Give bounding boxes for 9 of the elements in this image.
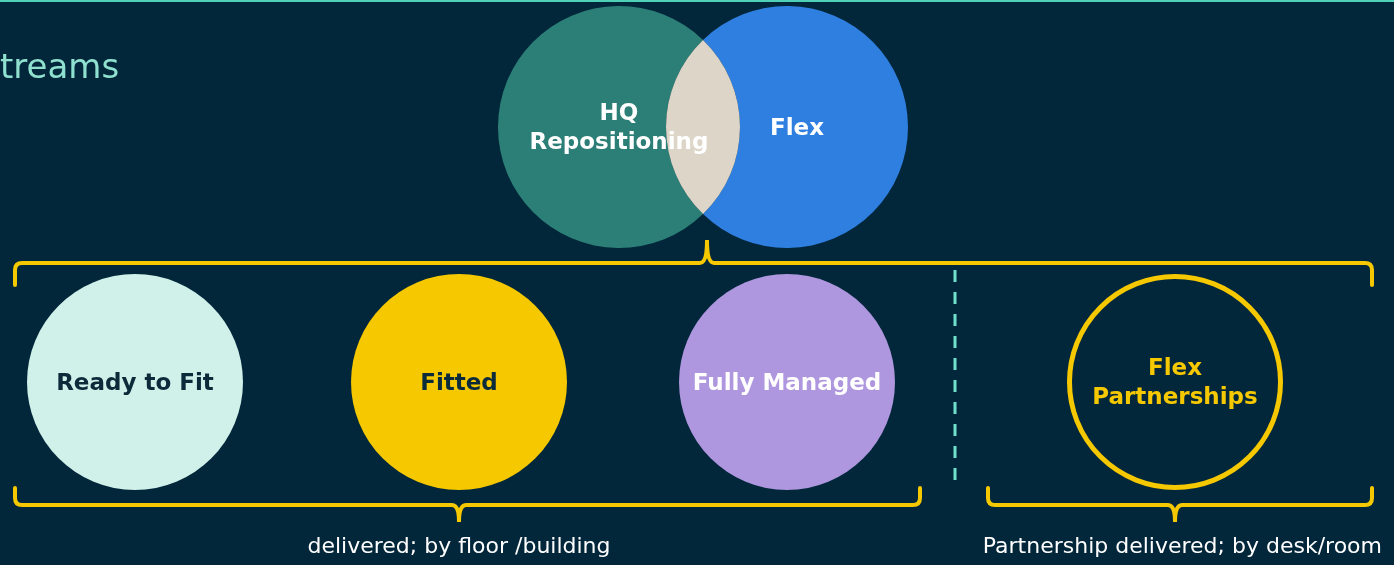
heading: treams: [0, 46, 120, 86]
circle-label: Flex Partnerships: [1091, 353, 1259, 411]
bracket-caption: delivered; by floor /building: [307, 533, 611, 558]
circle-label: Fitted: [419, 367, 499, 397]
circle-label: Fully Managed: [691, 367, 883, 397]
bracket-caption: Partnership delivered; by desk/room: [982, 533, 1382, 558]
outlined-circle: [1067, 274, 1283, 490]
circle-label: Ready to Fit: [55, 367, 215, 397]
circle-label: Flex: [769, 112, 825, 142]
